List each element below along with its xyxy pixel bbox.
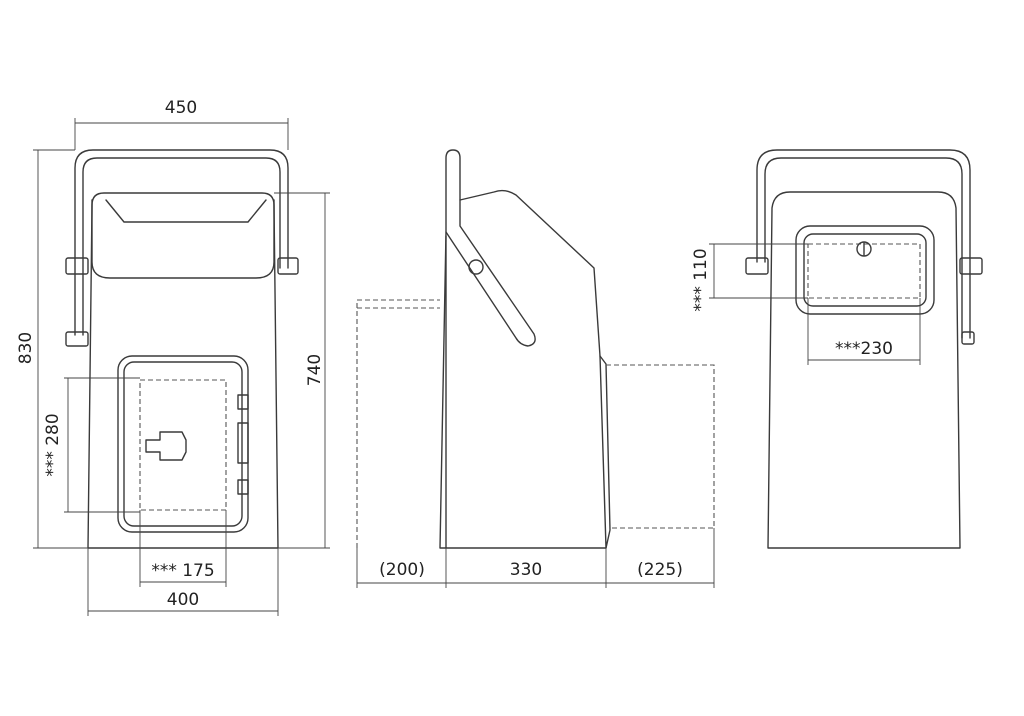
dim-width-base-label: 400 [167,590,199,610]
dim-height-body-label: 740 [305,354,325,386]
side-handle [445,149,536,347]
dim-width-base: 400 [87,548,279,616]
rear-view: *** 110 ***230 [691,149,983,549]
front-door-outer [117,355,249,533]
front-pivot-left [65,257,89,275]
dim-opening-height-label: *** 110 [691,248,711,311]
rear-handle [756,149,971,339]
rear-lock-icon [856,241,872,257]
side-view: (200) 330 (225) [356,149,715,588]
dim-right-clearance-label: (225) [637,560,683,580]
dim-right-clearance: (225) [606,528,715,588]
front-hinge-mid [237,422,249,464]
rear-pivot-left [745,257,769,275]
dim-opening-height: *** 110 [691,243,808,312]
front-hinge-top [237,394,249,410]
dim-height-body: 740 [274,192,330,549]
front-body [87,192,279,549]
side-clearance-left [356,299,440,548]
dim-door-width-label: *** 175 [151,561,214,581]
front-pivot-left-lower [65,331,89,347]
rear-opening-inner [803,233,927,307]
dim-door-width: *** 175 [139,510,227,587]
dim-depth-label: 330 [510,560,542,580]
front-view: 450 830 740 *** 280 *** 175 [16,98,330,616]
dim-door-height-label: *** 280 [43,413,63,476]
front-door-inner [123,361,243,527]
front-hood-recess [105,199,267,223]
front-hood [91,199,275,279]
side-handle-pivot [468,259,484,275]
dim-left-clearance-label: (200) [379,560,425,580]
front-handle [74,149,289,336]
rear-pivot-right-lower [961,331,975,345]
dim-height-total-label: 830 [16,332,36,364]
dim-width-top: 450 [74,98,289,150]
dim-opening-width: ***230 [807,298,921,365]
dim-door-height: *** 280 [43,377,140,513]
dim-opening-width-label: ***230 [835,339,893,359]
side-clearance-right [606,364,715,529]
dim-width-top-label: 450 [165,98,197,118]
rear-opening-outer [795,225,935,315]
front-door-opening [139,379,227,511]
dim-left-clearance: (200) [356,548,447,588]
front-hinge-bottom [237,479,249,495]
front-pivot-right [277,257,299,275]
rear-pivot-right [959,257,983,275]
dim-height-total: 830 [16,149,88,549]
side-body [439,189,607,549]
dim-depth: 330 [446,548,607,588]
key-lock-icon [145,431,187,461]
side-rear-panel [599,355,611,549]
rear-body [767,191,961,549]
